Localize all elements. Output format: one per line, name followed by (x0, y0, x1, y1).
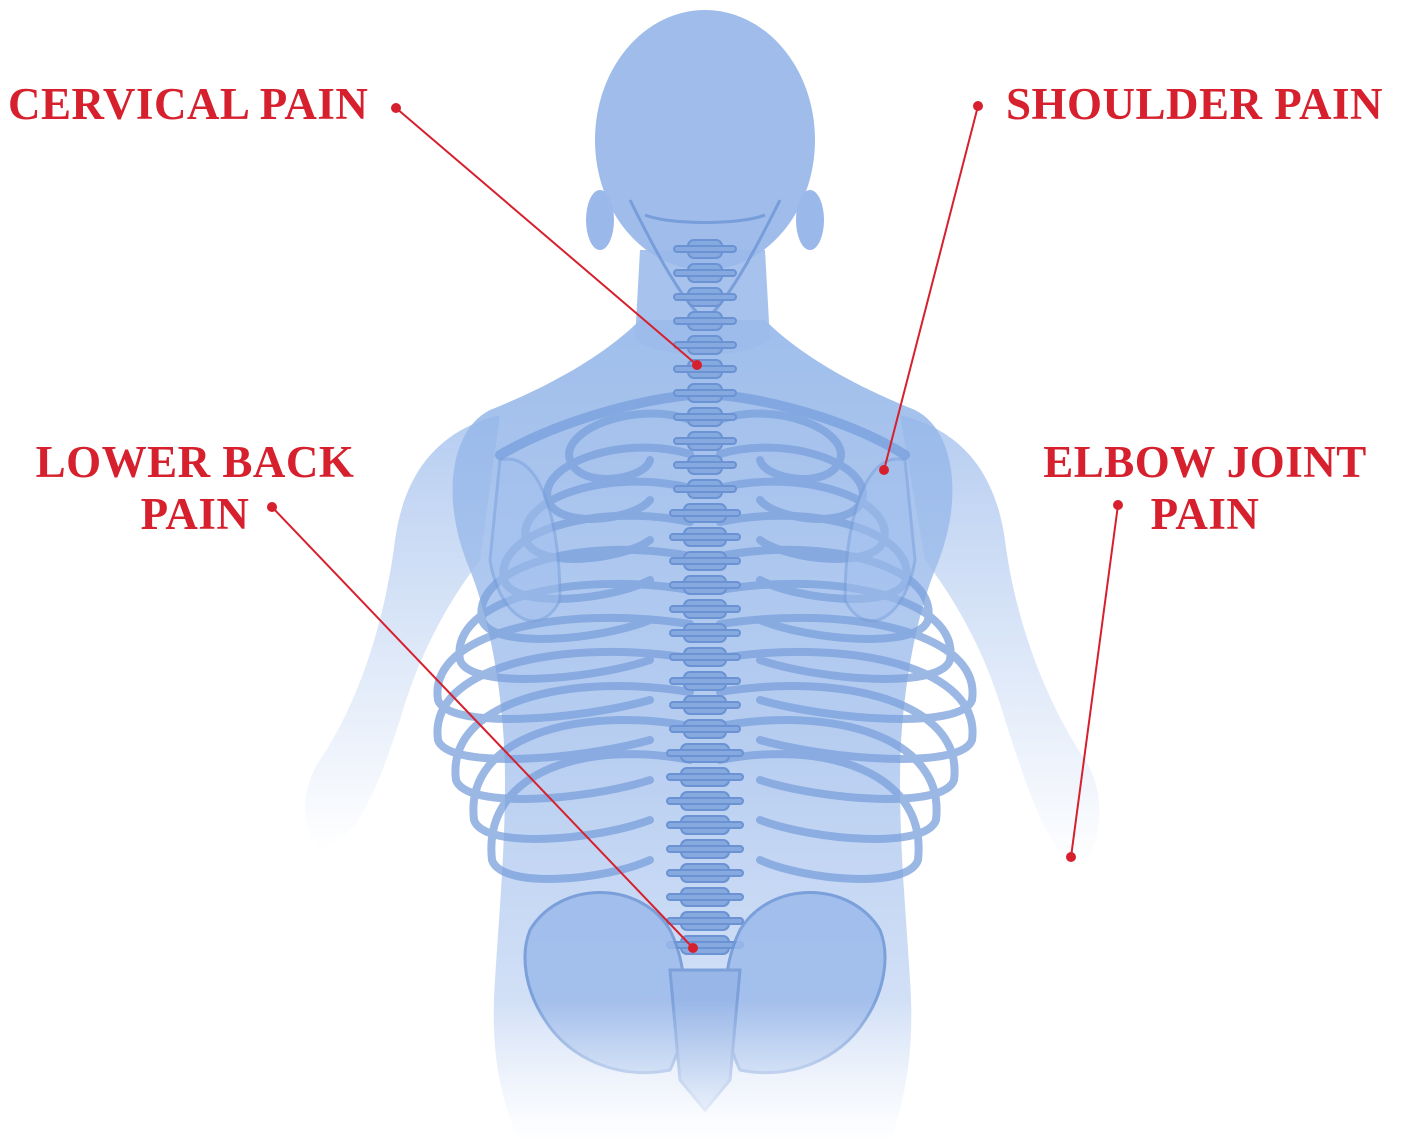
lower-back-pain-label-line-2: PAIN (30, 488, 360, 540)
vertebra-process (674, 246, 736, 252)
vertebra-process (670, 582, 740, 588)
vertebra-process (670, 606, 740, 612)
elbow-dot-target (1066, 852, 1076, 862)
vertebra-process (670, 726, 740, 732)
elbow-joint-pain-label-line-1: ELBOW JOINT (1030, 436, 1380, 488)
cervical-pain-label: CERVICAL PAIN (8, 78, 368, 130)
shoulder-dot-target (879, 465, 889, 475)
vertebra-process (674, 366, 736, 372)
vertebra-process (667, 894, 743, 900)
vertebra-process (670, 654, 740, 660)
vertebra-process (674, 390, 736, 396)
elbow-joint-pain-label: ELBOW JOINT PAIN (1030, 436, 1380, 540)
cervical-pain-label-line: CERVICAL PAIN (8, 78, 368, 130)
vertebra-process (667, 774, 743, 780)
shoulder-dot-label (973, 101, 983, 111)
vertebra-process (674, 342, 736, 348)
vertebra-process (674, 294, 736, 300)
elbow-joint-pain-label-line-2: PAIN (1030, 488, 1380, 540)
lower-back-pain-label: LOWER BACK PAIN (30, 436, 360, 540)
shoulder-pain-label-line: SHOULDER PAIN (1006, 78, 1383, 130)
cervical-dot-label (391, 103, 401, 113)
shoulder-leader-line (884, 106, 978, 470)
vertebra-process (667, 822, 743, 828)
vertebra-process (674, 486, 736, 492)
vertebra-process (670, 510, 740, 516)
vertebra-process (667, 798, 743, 804)
vertebra-process (674, 414, 736, 420)
vertebra-process (670, 534, 740, 540)
vertebra-process (670, 630, 740, 636)
vertebra-process (674, 318, 736, 324)
cervical-dot-target (692, 360, 702, 370)
vertebra-process (670, 558, 740, 564)
vertebra-process (667, 918, 743, 924)
vertebra-process (667, 750, 743, 756)
vertebra-process (670, 702, 740, 708)
vertebra-process (674, 270, 736, 276)
vertebra-process (670, 678, 740, 684)
vertebra-process (674, 462, 736, 468)
lower-back-dot-target (688, 943, 698, 953)
shoulder-pain-label: SHOULDER PAIN (1006, 78, 1383, 130)
vertebra-process (667, 846, 743, 852)
lower-back-pain-label-line-1: LOWER BACK (30, 436, 360, 488)
vertebra-process (674, 438, 736, 444)
vertebra-process (667, 870, 743, 876)
